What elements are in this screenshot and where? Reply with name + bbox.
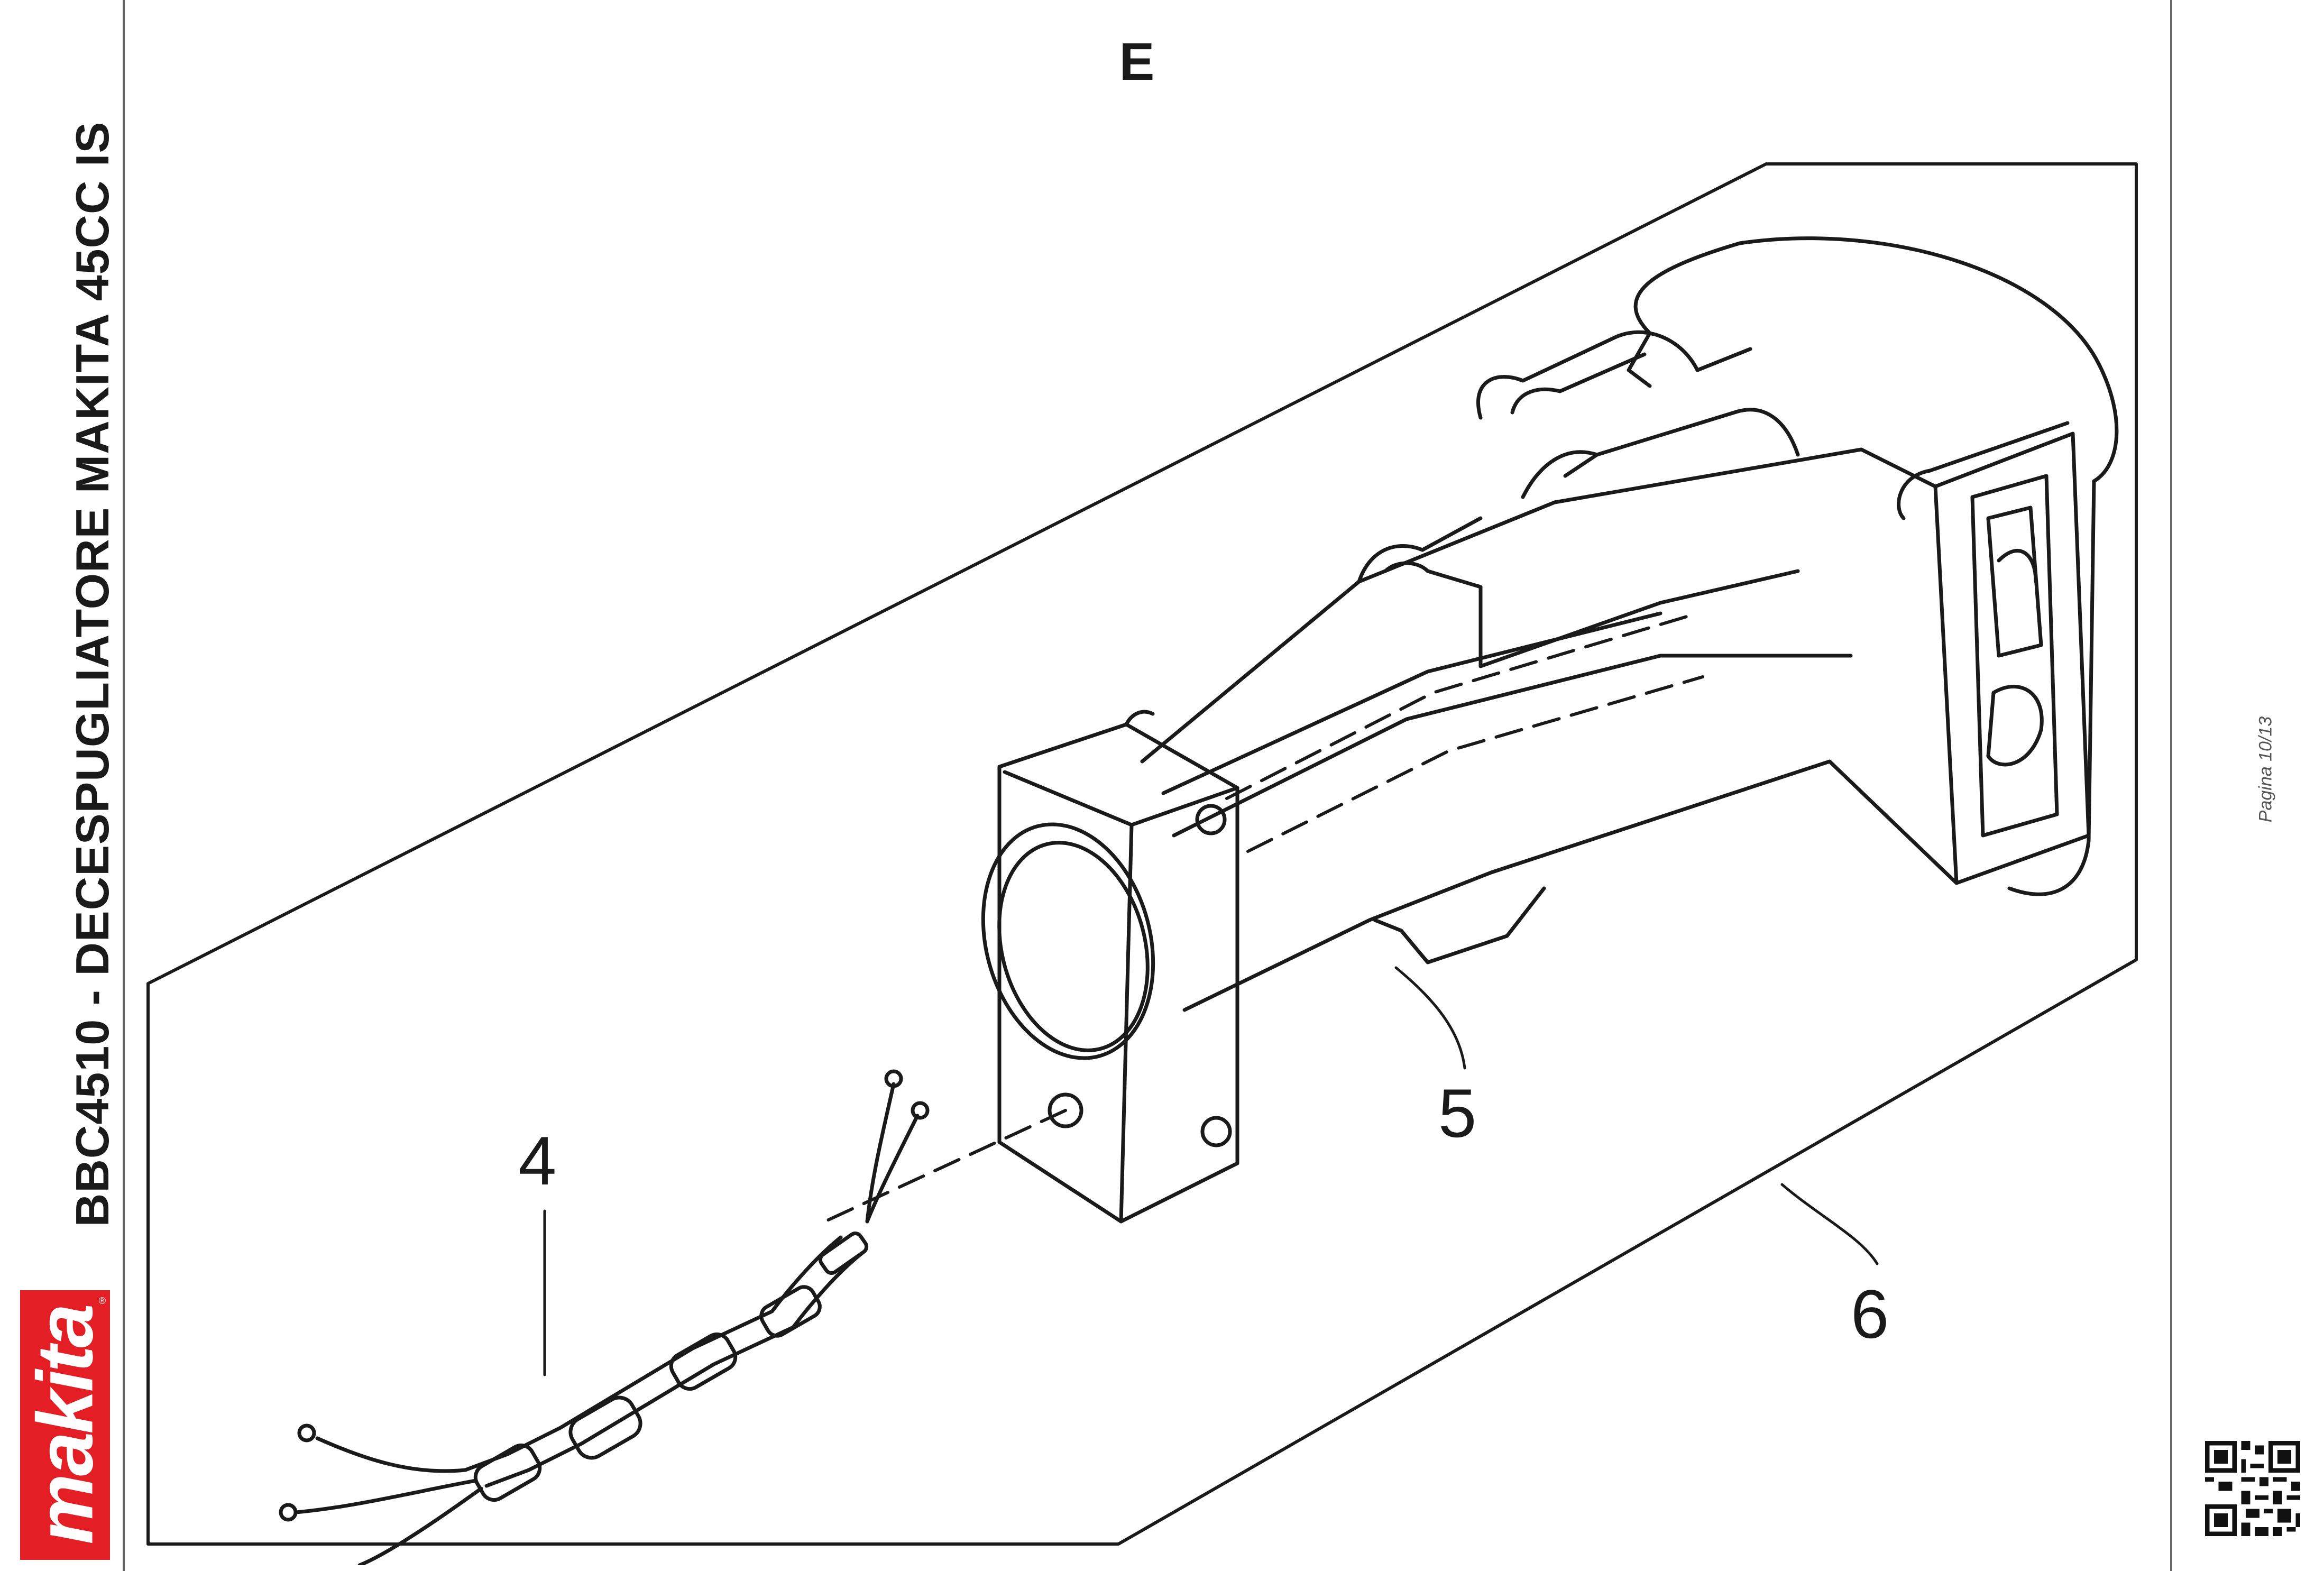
- section-letter: E: [1119, 32, 1155, 91]
- callout-6: 6: [1851, 1275, 1889, 1353]
- left-divider: [123, 0, 125, 1571]
- leader-5: [1394, 966, 1466, 1070]
- makita-logo: makita ®: [20, 1290, 110, 1560]
- page-number: Pagina 10/13: [2255, 716, 2276, 823]
- parts-diagram: 4 5 6: [146, 162, 2138, 1565]
- logo-wordmark: makita: [20, 1306, 109, 1545]
- registered-mark: ®: [98, 1296, 106, 1306]
- leader-6: [1780, 1183, 1879, 1265]
- right-divider: [2170, 0, 2172, 1571]
- document-title: BBC4510 - DECESPUGLIATORE MAKITA 45CC IS: [66, 121, 118, 1227]
- handle-housing: [981, 236, 2119, 1224]
- assembly-outline: [146, 162, 2138, 1546]
- callout-5: 5: [1438, 1074, 1476, 1152]
- callout-4: 4: [518, 1122, 556, 1199]
- wire-harness: [279, 1069, 930, 1565]
- sidebar: makita ® BBC4510 - DECESPUGLIATORE MAKIT…: [0, 0, 127, 1571]
- qr-code-icon: [2205, 1441, 2300, 1536]
